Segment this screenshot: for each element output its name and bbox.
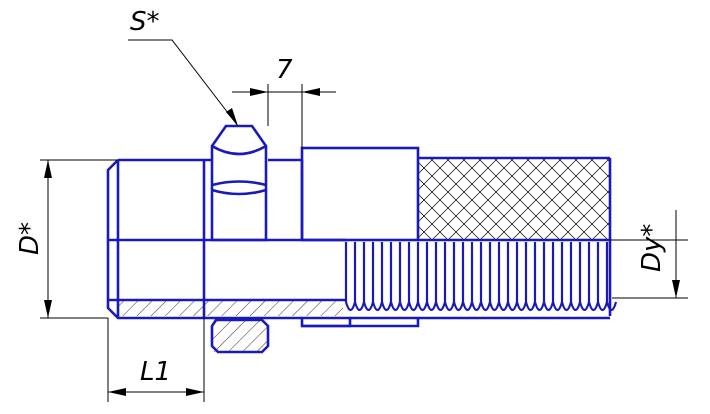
label-dy: Dy* [637,224,667,272]
hex-nut [210,124,270,354]
ferrule [300,146,420,328]
label-d: D* [15,222,45,255]
hose-outer [418,156,612,316]
label-seven: 7 [276,55,293,85]
dimension-lines [40,39,688,402]
nut-section-hatch [212,320,268,352]
label-s: S* [130,7,160,37]
hose-braid [418,158,610,240]
label-l1: L1 [140,357,171,387]
corrugation-wave [344,297,618,312]
corrugated-hose [344,242,618,320]
nipple-wall-hatch [118,300,343,316]
